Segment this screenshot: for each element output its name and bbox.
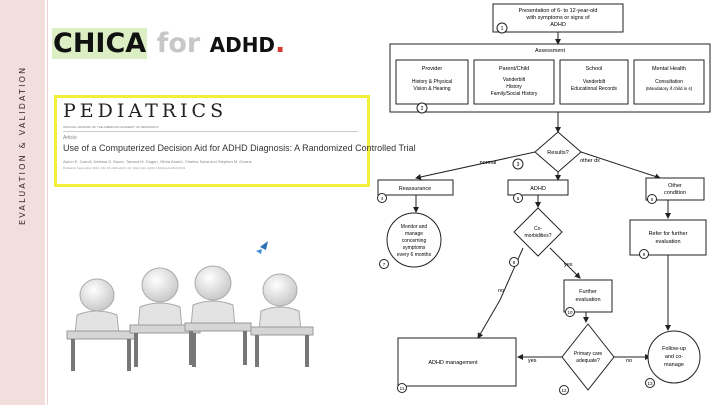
assessment-col-line: Vision & Hearing	[413, 86, 450, 92]
follow-up-line: manage	[664, 362, 684, 368]
comorbidities-decision: Co- morbidities? 8 yes no	[498, 207, 573, 294]
assessment-col-line: Vanderbilt	[583, 79, 606, 85]
refer-line: evaluation	[655, 239, 680, 245]
adhd-node: ADHD 6	[507, 179, 569, 203]
assessment-col-line: (Mandatory if child is 4)	[646, 86, 693, 91]
title-period: .	[275, 28, 286, 59]
student-figure	[129, 267, 201, 367]
title-for: for	[156, 28, 201, 59]
assessment-title: Assessment	[535, 48, 565, 54]
refer-line: Refer for further	[649, 231, 688, 237]
results-decision: Results? 3 normal other dx	[480, 131, 600, 173]
assessment-col-line: Consultation	[655, 79, 683, 85]
further-line: evaluation	[575, 297, 600, 303]
assessment-col-header: Provider	[422, 66, 443, 72]
refer-node: Refer for further evaluation 9	[629, 219, 707, 259]
start-node: Presentation of 6- to 12-year-old with s…	[492, 3, 624, 34]
reassurance-label: Reassurance	[399, 186, 431, 192]
comorbidities-line: Co-	[534, 226, 542, 232]
student-figure	[250, 273, 314, 367]
primary-care-decision: Primary care adequate? 12 yes no	[528, 323, 632, 395]
node-number: 9	[643, 252, 646, 257]
assessment-col-line: History & Physical	[412, 79, 452, 85]
follow-up-node: Follow-up and co- manage 13	[645, 330, 701, 388]
article-citation: Pediatrics September 2013, 132 (3) e623-…	[63, 166, 186, 170]
journal-article-box: PEDIATRICS OFFICIAL JOURNAL OF THE AMERI…	[54, 95, 416, 187]
other-line: condition	[664, 190, 686, 196]
monitor-line: concerning	[402, 238, 427, 244]
assessment-col-line: Educational Records	[571, 86, 618, 92]
students-illustration	[66, 241, 314, 371]
branch-label-normal: normal	[480, 160, 497, 166]
assessment-col-line: History	[506, 84, 522, 90]
slide-title: CHICA for ADHD.	[52, 28, 285, 59]
node-number: 7	[383, 262, 386, 267]
node-number: 1	[501, 26, 504, 32]
reassurance-node: Reassurance 4	[377, 179, 454, 203]
other-condition-node: Other condition 5	[645, 177, 705, 204]
sidebar-divider	[47, 0, 48, 405]
assessment-node: Assessment Provider History & Physical V…	[389, 43, 711, 114]
results-label: Results?	[547, 150, 568, 156]
assessment-col-header: Mental Health	[652, 66, 686, 72]
node-number: 5	[651, 197, 654, 202]
student-figure	[66, 278, 136, 371]
title-chica: CHICA	[52, 28, 148, 59]
branch-label-yes: yes	[564, 262, 573, 268]
flow-connectors	[413, 32, 671, 360]
branch-label-no: no	[626, 358, 632, 364]
primary-care-line: Primary care	[574, 351, 603, 357]
monitor-line: Monitor and	[401, 224, 428, 230]
start-line: with symptoms or signs of	[525, 15, 590, 21]
assessment-col-header: Parent/Child	[499, 66, 529, 72]
node-number: 3	[517, 162, 520, 168]
other-line: Other	[668, 183, 682, 189]
branch-label-yes: yes	[528, 358, 537, 364]
journal-subtitle: OFFICIAL JOURNAL OF THE AMERICAN ACADEMY…	[63, 125, 159, 129]
article-authors: Aaron E. Carroll, Nerissa S. Bauer, Tama…	[63, 159, 252, 164]
assessment-col-line: Vanderbilt	[503, 77, 526, 83]
monitor-node: Monitor and manage concerning symptoms e…	[379, 212, 442, 269]
node-number: 2	[421, 106, 424, 112]
comorbidities-line: morbidities?	[525, 233, 552, 239]
monitor-line: symptoms	[403, 245, 426, 251]
primary-care-line: adequate?	[576, 358, 600, 364]
node-number: 4	[381, 196, 384, 201]
follow-up-line: Follow-up	[662, 346, 686, 352]
start-line: Presentation of 6- to 12-year-old	[519, 8, 598, 14]
node-number: 8	[513, 260, 516, 265]
node-number: 11	[400, 386, 405, 391]
article-type: Article	[63, 135, 77, 141]
start-line: ADHD	[550, 22, 566, 28]
further-line: Further	[579, 289, 597, 295]
further-evaluation-node: Further evaluation 10	[563, 279, 613, 317]
monitor-line: every 6 months	[397, 252, 432, 258]
node-number: 6	[517, 196, 520, 201]
node-number: 12	[561, 388, 567, 393]
adhd-management-node: ADHD management 11	[397, 337, 517, 393]
section-label: EVALUATION & VALIDATION	[18, 65, 27, 225]
node-number: 13	[647, 381, 653, 386]
journal-name: PEDIATRICS	[63, 100, 228, 122]
branch-label-no: no	[498, 288, 504, 294]
article-title: Use of a Computerized Decision Aid for A…	[63, 143, 416, 153]
monitor-line: manage	[405, 231, 423, 237]
sidebar	[0, 0, 45, 405]
butterfly-icon	[256, 241, 268, 254]
node-number: 10	[567, 310, 573, 315]
assessment-col-header: School	[586, 66, 603, 72]
branch-label-other: other dx	[580, 158, 600, 164]
adhd-label: ADHD	[530, 186, 546, 192]
journal-divider	[63, 131, 358, 132]
title-adhd: ADHD	[209, 33, 276, 57]
assessment-col-line: Family/Social History	[491, 91, 538, 97]
follow-up-line: and co-	[665, 354, 684, 360]
adhd-flowchart: Presentation of 6- to 12-year-old with s…	[377, 3, 711, 395]
adhd-management-label: ADHD management	[428, 360, 478, 366]
